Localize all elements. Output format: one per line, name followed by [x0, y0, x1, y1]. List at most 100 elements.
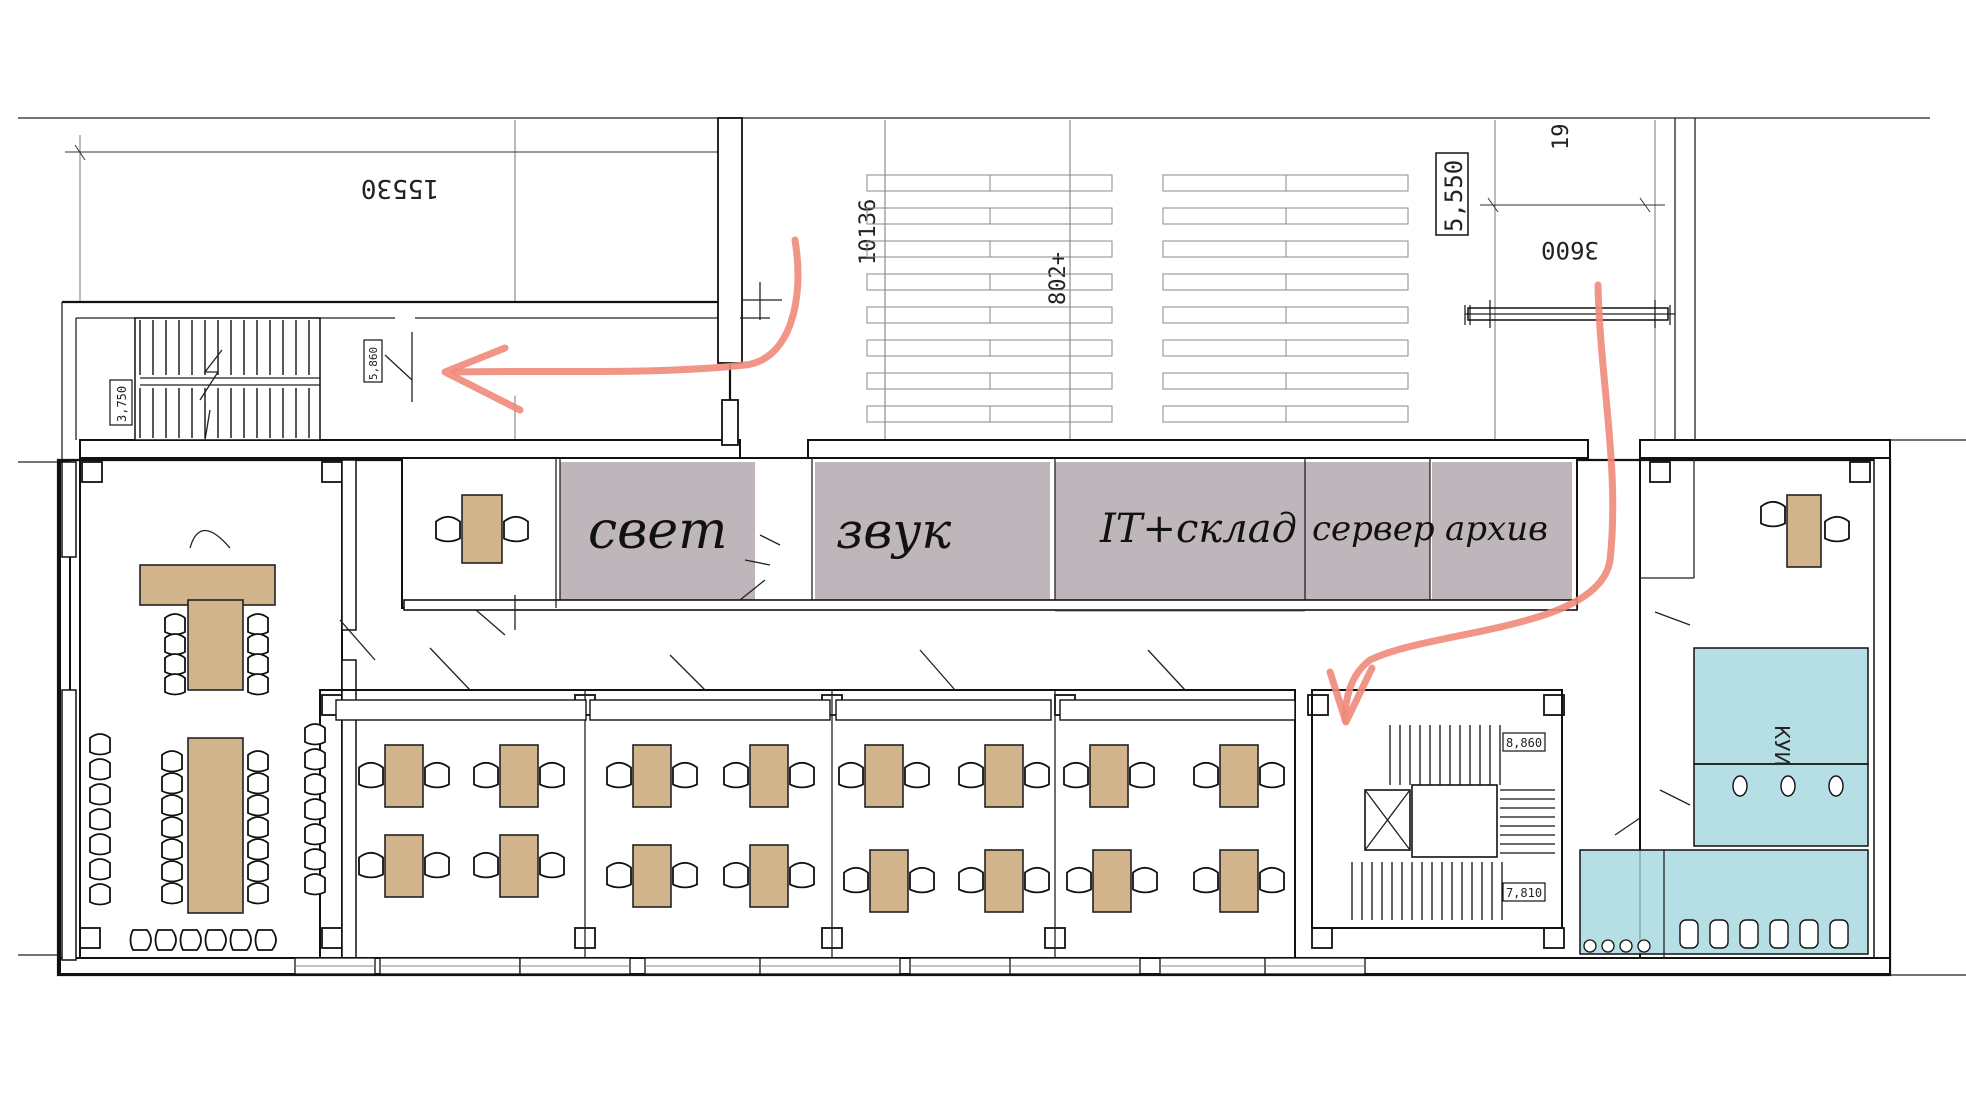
- small-office-left: [475, 458, 781, 636]
- toilet: [1828, 775, 1844, 797]
- chair: [424, 851, 450, 879]
- chair: [164, 653, 186, 676]
- chair: [247, 750, 269, 773]
- chair: [1024, 866, 1050, 894]
- sink: [1583, 939, 1597, 953]
- table: [869, 849, 909, 913]
- chair: [247, 816, 269, 839]
- chair-seat: [606, 861, 632, 889]
- chair-seat: [304, 798, 326, 821]
- chair: [789, 761, 815, 789]
- chair: [164, 673, 186, 696]
- chair: [304, 873, 326, 896]
- courtyard-stripes: [866, 174, 1409, 423]
- chair: [129, 929, 152, 951]
- chair: [179, 929, 202, 951]
- chair: [164, 613, 186, 636]
- elevation-mark-5550: 5,550: [1435, 152, 1469, 236]
- toilet-stall: [1709, 919, 1729, 949]
- furniture: [89, 494, 1850, 951]
- table: [461, 494, 503, 564]
- chair-seat: [89, 733, 111, 756]
- chair: [161, 772, 183, 795]
- chair: [1259, 866, 1285, 894]
- chair-seat: [358, 851, 384, 879]
- chair: [473, 761, 499, 789]
- chair-seat: [672, 861, 698, 889]
- chair: [539, 851, 565, 879]
- level-mark-7810: 7,810: [1502, 882, 1546, 902]
- toilet-stall: [1799, 919, 1819, 949]
- table: [1786, 494, 1822, 568]
- chair-seat: [247, 816, 269, 839]
- chair-seat: [1760, 500, 1786, 528]
- chair: [435, 515, 461, 543]
- level-mark-8860: 8,860: [1502, 732, 1546, 752]
- toilet-stall: [1829, 919, 1849, 949]
- chair-seat: [1132, 866, 1158, 894]
- chair-seat: [247, 653, 269, 676]
- chair-seat: [164, 653, 186, 676]
- table: [384, 834, 424, 898]
- chair-seat: [89, 858, 111, 881]
- chair-seat: [89, 808, 111, 831]
- arrow-entry-right: [1341, 281, 1617, 724]
- chair-seat: [161, 838, 183, 861]
- chair: [204, 929, 227, 951]
- chair: [358, 761, 384, 789]
- context-lines: [18, 117, 1966, 976]
- chair-seat: [435, 515, 461, 543]
- chair-seat: [89, 883, 111, 906]
- chair: [247, 882, 269, 905]
- chair-seat: [473, 761, 499, 789]
- stair-south-right: [1311, 689, 1563, 929]
- chair: [89, 883, 111, 906]
- chair: [89, 783, 111, 806]
- chair-seat: [164, 633, 186, 656]
- chair: [1193, 761, 1219, 789]
- chair: [89, 733, 111, 756]
- column: [1543, 694, 1565, 716]
- column: [1649, 461, 1671, 483]
- chair: [161, 816, 183, 839]
- chair-seat: [1024, 761, 1050, 789]
- chair: [161, 860, 183, 883]
- chair-seat: [129, 929, 152, 951]
- dim-15530: 15530: [361, 173, 439, 203]
- chair-seat: [1193, 866, 1219, 894]
- stair-north-left: [134, 317, 321, 441]
- table: [499, 744, 539, 808]
- chair: [304, 848, 326, 871]
- chair: [161, 794, 183, 817]
- chair: [958, 866, 984, 894]
- toilet: [1732, 775, 1748, 797]
- chair: [424, 761, 450, 789]
- chair-seat: [424, 851, 450, 879]
- chair: [1129, 761, 1155, 789]
- chair-seat: [89, 758, 111, 781]
- chair-seat: [503, 515, 529, 543]
- table: [139, 564, 276, 606]
- chair: [247, 772, 269, 795]
- chair-seat: [164, 673, 186, 696]
- svg-text:8,860: 8,860: [1506, 736, 1542, 750]
- chair: [723, 761, 749, 789]
- chair-seat: [789, 761, 815, 789]
- table: [1219, 744, 1259, 808]
- chair: [1063, 761, 1089, 789]
- chair-seat: [1259, 761, 1285, 789]
- chair: [247, 633, 269, 656]
- chair-seat: [473, 851, 499, 879]
- chair-seat: [838, 761, 864, 789]
- chair-seat: [164, 613, 186, 636]
- svg-text:7,810: 7,810: [1506, 886, 1542, 900]
- chair: [672, 761, 698, 789]
- chair-seat: [1824, 515, 1850, 543]
- chair-seat: [247, 633, 269, 656]
- column: [1543, 927, 1565, 949]
- chair-seat: [539, 851, 565, 879]
- table: [187, 599, 244, 691]
- chair: [247, 673, 269, 696]
- chair: [909, 866, 935, 894]
- chair: [161, 882, 183, 905]
